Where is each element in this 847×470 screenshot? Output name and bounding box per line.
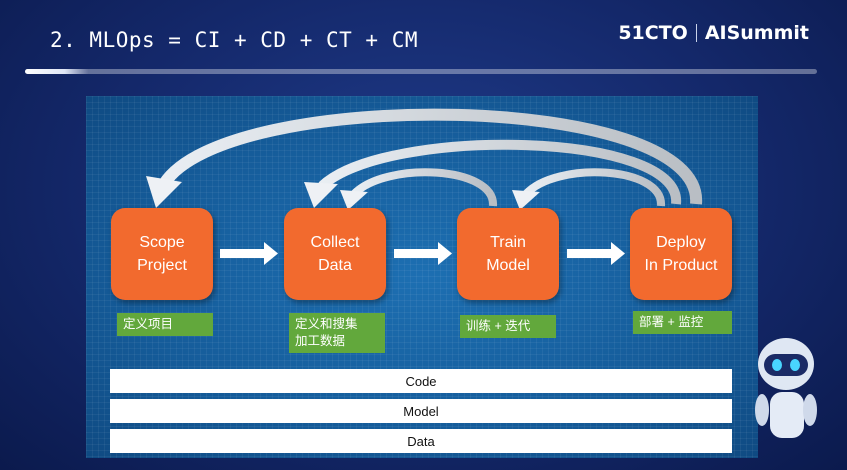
note-text: 定义项目 <box>123 317 174 331</box>
stage-label-line2: In Product <box>644 257 718 274</box>
brand-51cto: 51CTO <box>618 22 688 44</box>
layer-code: Code <box>110 369 732 393</box>
stage-collect-data: Collect Data <box>284 208 386 300</box>
note-text-line1: 定义和搜集 <box>295 317 358 331</box>
feedback-arrow-deploy-to-train <box>523 168 665 207</box>
note-text: 训练 + 迭代 <box>466 319 531 333</box>
note-collect: 定义和搜集 加工数据 <box>289 313 385 353</box>
stage-label-line1: Train <box>490 234 526 251</box>
forward-arrow-scope-to-collect <box>220 242 278 265</box>
brand-aisummit: AISummit <box>704 22 809 44</box>
feedback-arrow-deploy-to-scope <box>158 108 703 205</box>
stage-scope-project: Scope Project <box>111 208 213 300</box>
note-deploy: 部署 + 监控 <box>633 311 732 334</box>
note-text-line2: 加工数据 <box>295 334 346 348</box>
stage-deploy-in-product: Deploy In Product <box>630 208 732 300</box>
mlops-diagram: Scope Project Collect Data Train Model D… <box>86 96 758 458</box>
feedback-arrowhead-collect-2 <box>340 190 368 210</box>
layer-model: Model <box>110 399 732 423</box>
feedback-arrowhead-collect <box>304 182 338 208</box>
layer-data: Data <box>110 429 732 453</box>
note-train: 训练 + 迭代 <box>460 315 556 338</box>
brand-divider <box>695 24 697 42</box>
feedback-arrow-deploy-to-collect <box>318 139 682 205</box>
title-underline <box>25 69 817 74</box>
feedback-arrowhead-train <box>512 190 540 210</box>
brand-logo: 51CTO AISummit <box>618 22 809 44</box>
note-scope: 定义项目 <box>117 313 213 336</box>
flow-arrows <box>146 108 703 265</box>
forward-arrow-train-to-deploy <box>567 242 625 265</box>
stage-label-line2: Model <box>486 257 530 274</box>
stage-label-line2: Project <box>137 257 187 274</box>
note-text: 部署 + 监控 <box>639 315 704 329</box>
feedback-arrow-train-to-collect <box>351 168 497 207</box>
forward-arrow-collect-to-train <box>394 242 452 265</box>
slide-title: 2. MLOps = CI + CD + CT + CM <box>50 28 419 52</box>
robot-mascot-icon <box>755 338 817 438</box>
stage-label-line1: Scope <box>139 234 185 251</box>
stage-label-line1: Collect <box>310 234 360 251</box>
feedback-arrowhead-scope <box>146 176 182 208</box>
stage-train-model: Train Model <box>457 208 559 300</box>
stage-label-line1: Deploy <box>656 234 706 251</box>
stage-label-line2: Data <box>318 257 352 274</box>
